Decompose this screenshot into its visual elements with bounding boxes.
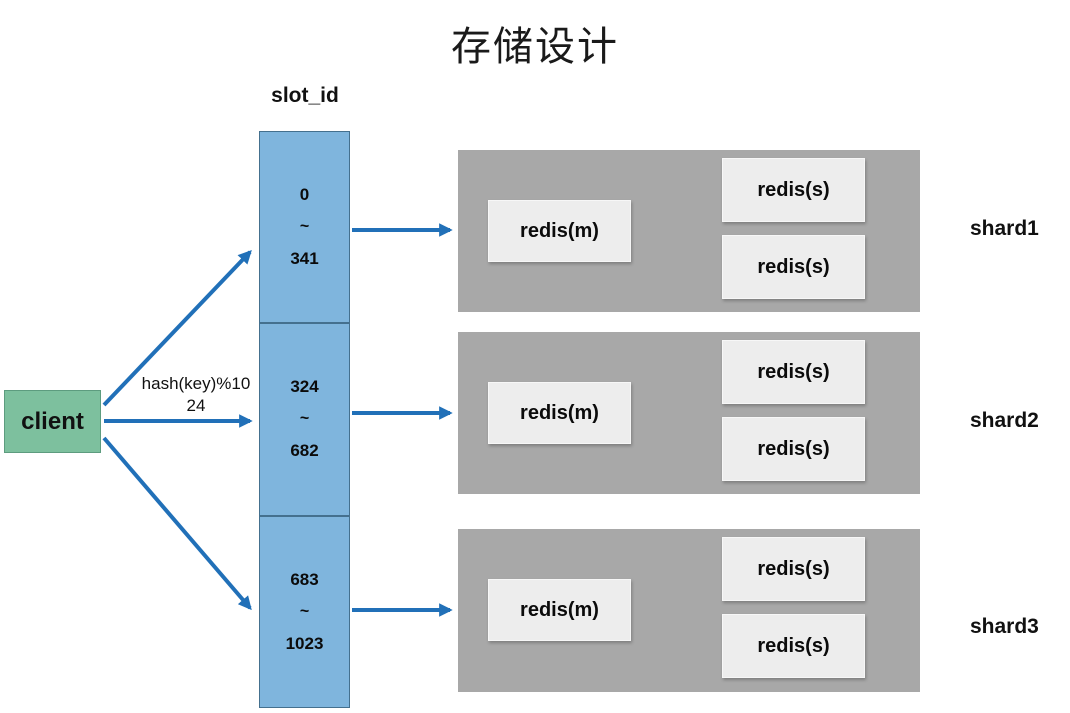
- shard3-redis-slave-2: redis(s): [722, 614, 865, 678]
- shard2-redis-slave-1: redis(s): [722, 340, 865, 404]
- hash-function-line2: 24: [186, 396, 206, 415]
- slot-range-2: 324 ~ 682: [260, 322, 349, 514]
- slot-range-1: 0 ~ 341: [260, 132, 349, 322]
- arrow-client-to-slot3: [102, 436, 252, 611]
- arrow-client-to-slot1: [102, 250, 252, 407]
- slot-range-1-from: 0: [299, 185, 310, 205]
- shard3-panel: redis(m) redis(s) redis(s): [458, 529, 920, 692]
- slot-range-3-to: 1023: [285, 633, 324, 653]
- slot-range-2-to: 682: [290, 441, 319, 461]
- shard2-redis-master: redis(m): [488, 382, 631, 444]
- slot-id-column: 0 ~ 341 324 ~ 682 683 ~ 1023: [259, 131, 350, 708]
- client-node: client: [4, 390, 101, 453]
- slot-range-3-tilde: ~: [299, 602, 310, 620]
- slot-range-3: 683 ~ 1023: [260, 514, 349, 707]
- shard1-redis-master: redis(m): [488, 200, 631, 262]
- page-title: 存储设计: [451, 25, 619, 69]
- shard2-label: shard2: [970, 409, 1039, 432]
- shard3-redis-master: redis(m): [488, 579, 631, 641]
- hash-function-line1: hash(key)%10: [141, 374, 251, 393]
- shard1-panel: redis(m) redis(s) redis(s): [458, 150, 920, 312]
- shard1-redis-slave-1: redis(s): [722, 158, 865, 222]
- slot-range-3-from: 683: [290, 569, 319, 589]
- shard3-label: shard3: [970, 615, 1039, 638]
- shard3-redis-slave-1: redis(s): [722, 537, 865, 601]
- shard2-panel: redis(m) redis(s) redis(s): [458, 332, 920, 494]
- shard1-redis-slave-2: redis(s): [722, 235, 865, 299]
- shard2-redis-slave-2: redis(s): [722, 417, 865, 481]
- shard1-label: shard1: [970, 217, 1039, 240]
- slot-range-2-from: 324: [290, 377, 319, 397]
- slot-range-2-tilde: ~: [299, 410, 310, 428]
- slot-range-1-tilde: ~: [299, 218, 310, 236]
- hash-function-label: hash(key)%10 24: [130, 373, 262, 417]
- slot-id-label: slot_id: [271, 84, 339, 107]
- slot-range-1-to: 341: [290, 249, 319, 269]
